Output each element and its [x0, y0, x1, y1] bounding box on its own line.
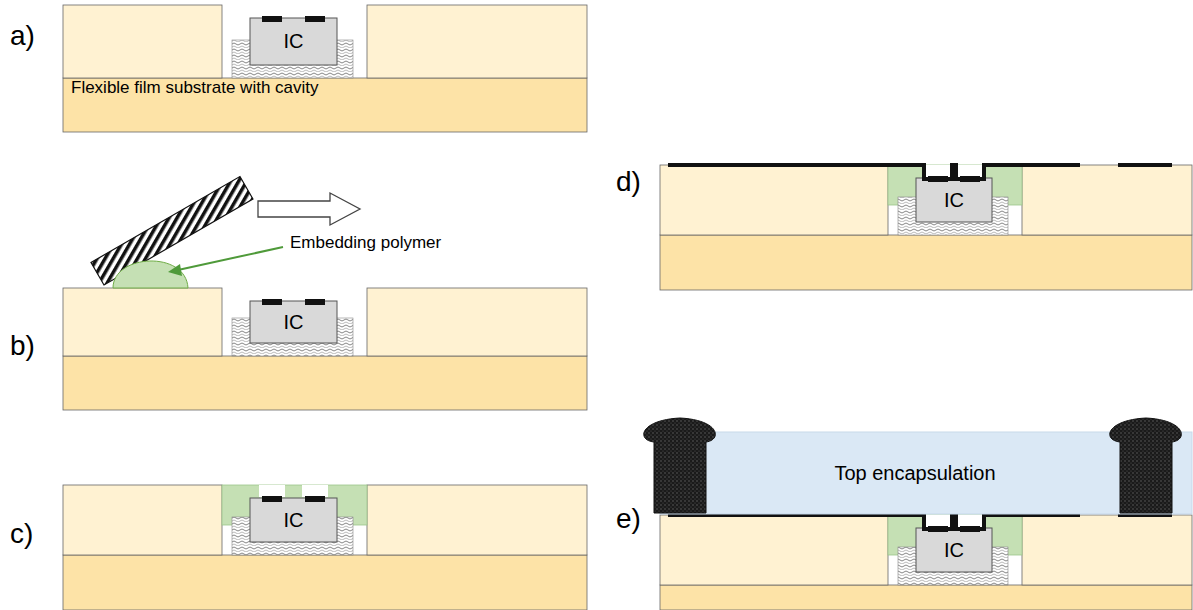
ic-die [250, 498, 337, 542]
via-opening [925, 515, 951, 527]
bond-pad [305, 299, 325, 305]
cavity-film [63, 288, 222, 356]
base-film [63, 555, 587, 610]
step-letter: e) [616, 503, 641, 535]
solder-bump [644, 418, 1182, 513]
cavity-film [660, 165, 888, 235]
cavity-film [367, 485, 587, 555]
substrate-stack [63, 5, 587, 132]
ic-die [250, 301, 337, 343]
step-letter: d) [616, 166, 641, 198]
metal-trace [668, 515, 1080, 529]
ic-die: IC [250, 18, 337, 65]
metal-trace [1118, 163, 1172, 167]
substrate-stack [63, 288, 587, 410]
cavity-film [1022, 165, 1192, 235]
bond-pad [262, 16, 282, 22]
bond-pad [262, 496, 282, 502]
via-opening [957, 165, 983, 177]
ic-label: IC [944, 189, 964, 212]
cavity-film [367, 288, 587, 356]
ic-die: IC [250, 498, 337, 542]
base-film [660, 235, 1192, 290]
base-film [63, 356, 587, 410]
base-film [63, 78, 587, 132]
substrate-label: Flexible film substrate with cavity [71, 78, 319, 98]
cavity-film [1022, 515, 1192, 585]
via-opening [957, 515, 983, 527]
encapsulation-band [660, 432, 1192, 514]
polymer-blob [113, 261, 188, 288]
via-opening [259, 485, 285, 497]
cavity-film [367, 5, 587, 78]
cavity-film [63, 485, 222, 555]
bond-pad [305, 16, 325, 22]
bond-pad [305, 496, 325, 502]
ic-label: IC [284, 311, 304, 334]
cavity-film [63, 5, 222, 78]
leader-arrow [168, 247, 283, 276]
ic-label: IC [284, 509, 304, 532]
ic-label: IC [944, 539, 964, 562]
ic-die: IC [916, 528, 992, 572]
ic-label: IC [284, 30, 304, 53]
ic-die: IC [916, 178, 992, 222]
ic-die: IC [250, 301, 337, 343]
substrate-stack [660, 165, 1192, 290]
bond-pad [262, 299, 282, 305]
callout-label: Embedding polymer [290, 233, 441, 253]
step-letter: b) [10, 330, 35, 362]
layer-label: Top encapsulation [834, 462, 995, 485]
metal-trace [668, 165, 1080, 179]
substrate-stack [63, 485, 587, 610]
substrate-stack [660, 515, 1192, 610]
ic-die [916, 528, 992, 572]
base-film [660, 585, 1192, 610]
cavity-film [660, 515, 888, 585]
via-opening [302, 485, 328, 497]
substrate-film: Flexible film substrate with cavity [63, 78, 587, 132]
motion-arrow [258, 193, 360, 225]
ic-die [916, 178, 992, 222]
ic-die [250, 18, 337, 65]
step-letter: a) [10, 20, 35, 52]
via-opening [925, 165, 951, 177]
step-letter: c) [10, 518, 33, 550]
top-encapsulation: Top encapsulation [720, 432, 1110, 514]
